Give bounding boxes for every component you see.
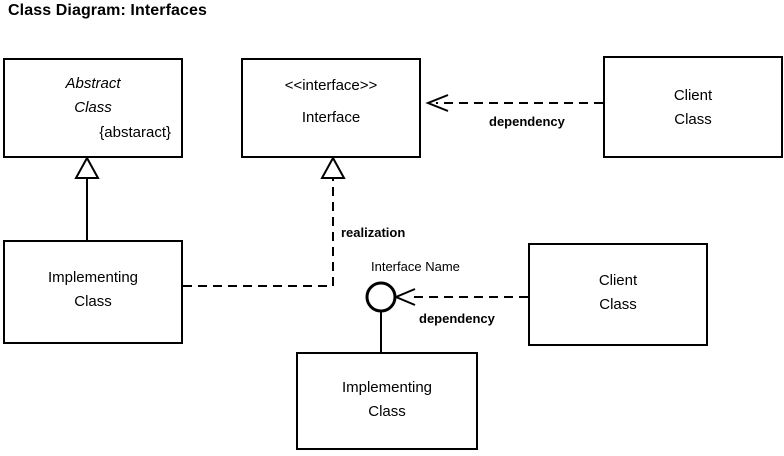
implementing-class-left-line1: Implementing bbox=[47, 269, 139, 286]
client-class-top-line2: Class bbox=[674, 111, 712, 128]
dependency-bottom-edge bbox=[393, 288, 528, 306]
dependency-bottom-label: dependency bbox=[419, 311, 495, 326]
interface-name: Interface bbox=[301, 109, 361, 126]
dependency-top-label: dependency bbox=[489, 114, 565, 129]
node-implementing-class-bottom[interactable]: Implementing Class bbox=[296, 352, 478, 450]
interface-ball-icon bbox=[365, 281, 397, 313]
page-title: Class Diagram: Interfaces bbox=[8, 2, 208, 19]
implementing-class-left-line2: Class bbox=[74, 293, 112, 310]
generalization-abstract-edge bbox=[74, 155, 100, 240]
dependency-bottom-arrowhead bbox=[393, 288, 416, 306]
node-client-class-bottom[interactable]: Client Class bbox=[528, 243, 708, 346]
abstract-class-name-line1: Abstract bbox=[65, 75, 121, 92]
node-abstract-class[interactable]: Abstract Class {abstaract} bbox=[3, 58, 183, 158]
implementing-class-bottom-line2: Class bbox=[368, 403, 406, 420]
node-implementing-class-left[interactable]: Implementing Class bbox=[3, 240, 183, 344]
interface-ball-edge bbox=[365, 281, 397, 352]
client-class-bottom-line2: Class bbox=[599, 296, 637, 313]
abstract-class-tag: {abstaract} bbox=[99, 124, 171, 141]
client-class-bottom-line1: Client bbox=[598, 272, 638, 289]
node-interface[interactable]: <<interface>> Interface bbox=[241, 58, 421, 158]
implementing-class-bottom-line1: Implementing bbox=[341, 379, 433, 396]
dependency-top-arrowhead bbox=[425, 94, 449, 112]
interface-ball-label: Interface Name bbox=[371, 259, 460, 274]
generalization-triangle bbox=[74, 155, 100, 179]
realization-label: realization bbox=[341, 225, 406, 240]
node-client-class-top[interactable]: Client Class bbox=[603, 56, 783, 158]
interface-stereotype: <<interface>> bbox=[284, 77, 378, 94]
realization-triangle bbox=[320, 155, 346, 179]
abstract-class-name-line2: Class bbox=[74, 99, 112, 116]
client-class-top-line1: Client bbox=[673, 87, 713, 104]
realization-edge bbox=[183, 155, 346, 287]
dependency-top-edge bbox=[425, 94, 603, 112]
